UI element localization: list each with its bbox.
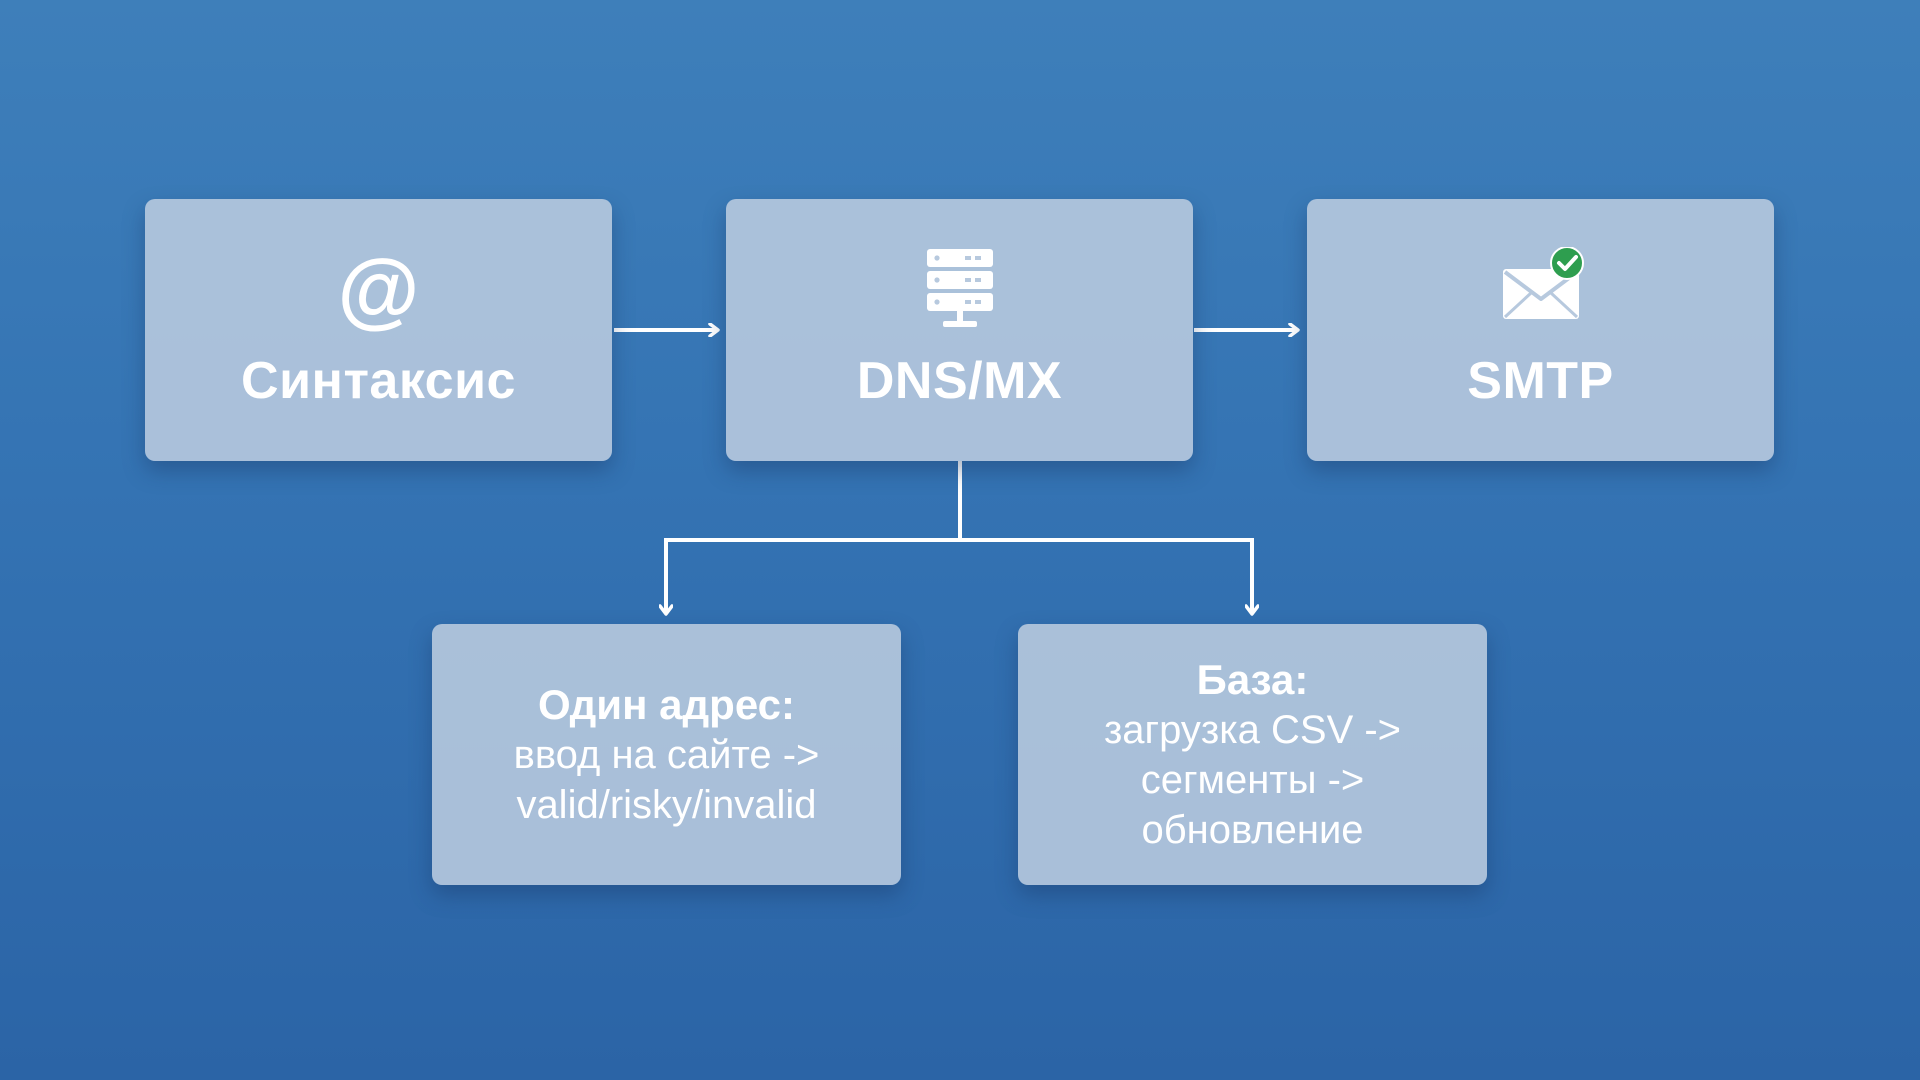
at-sign-icon: @ <box>337 242 420 336</box>
smtp-label: SMTP <box>1467 352 1614 410</box>
server-icon <box>726 247 1193 331</box>
single-address-node: Один адрес: ввод на сайте -> valid/risky… <box>432 624 901 885</box>
dns-mx-label: DNS/MX <box>856 352 1063 410</box>
single-address-title: Один адрес: <box>538 680 795 728</box>
base-line-3: обновление <box>1141 807 1364 852</box>
single-address-line-1: ввод на сайте -> <box>513 732 820 777</box>
base-title: База: <box>1196 655 1309 703</box>
single-address-line-2: valid/risky/invalid <box>516 782 817 827</box>
mail-check-icon-graphic <box>1502 247 1584 319</box>
syntax-label: Синтаксис <box>241 352 516 410</box>
mail-check-icon <box>1307 247 1774 331</box>
base-line-1: загрузка CSV -> <box>1103 707 1402 752</box>
base-line-2: сегменты -> <box>1140 757 1365 802</box>
server-icon-graphic <box>926 249 993 327</box>
smtp-node: SMTP <box>1307 199 1774 461</box>
dns-mx-node: DNS/MX <box>726 199 1193 461</box>
base-node: База: загрузка CSV -> сегменты -> обновл… <box>1018 624 1487 885</box>
syntax-node: @ Синтаксис <box>145 199 612 461</box>
